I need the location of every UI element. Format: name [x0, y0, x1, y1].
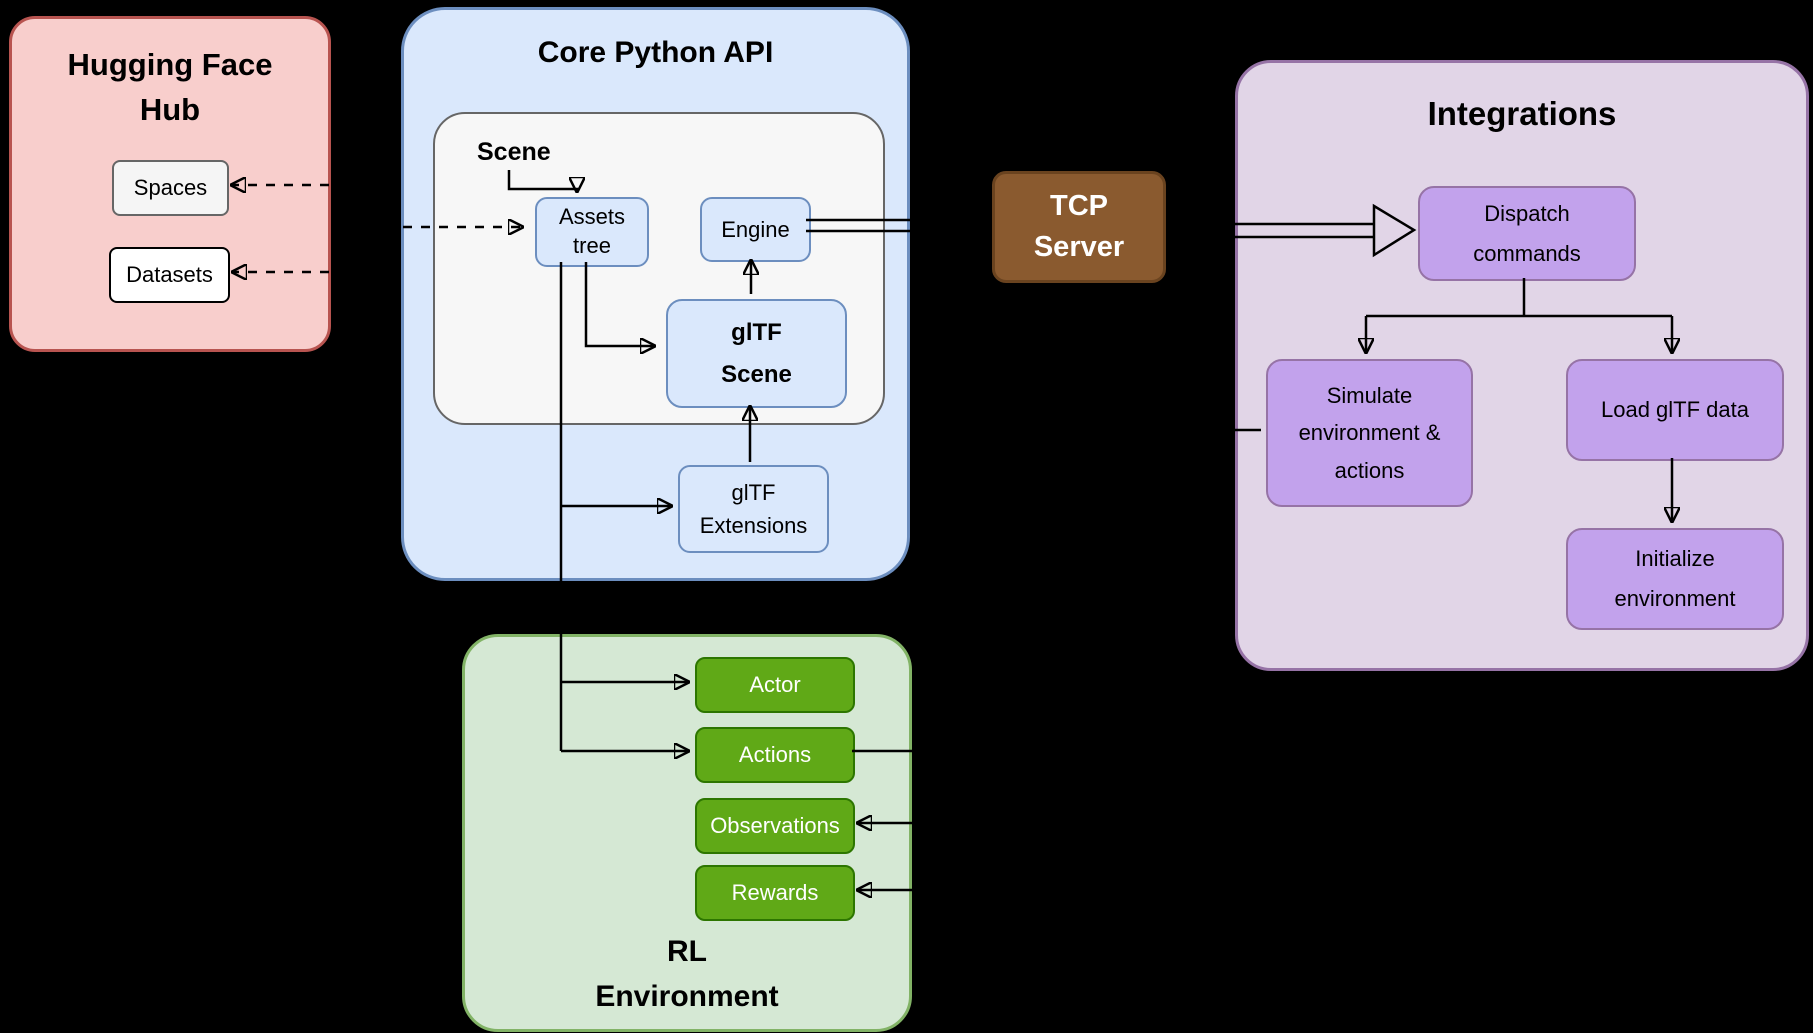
actions-node: Actions	[695, 727, 855, 783]
dispatch-commands-node: Dispatch commands	[1418, 186, 1636, 281]
integrations-panel: Integrations Dispatch commands Simulate …	[1235, 60, 1809, 671]
hugging-face-hub-title: Hugging Face Hub	[67, 47, 273, 127]
core-python-api-title: Core Python API	[537, 36, 774, 69]
tcp-server-node: TCP Server	[992, 171, 1166, 283]
simulate-environment-node: Simulate environment & actions	[1266, 359, 1473, 507]
assets-tree-node: Assets tree	[535, 197, 649, 267]
scene-container: Scene Assets tree Engine glTF Scene	[433, 112, 885, 425]
observations-node: Observations	[695, 798, 855, 854]
load-gltf-data-node: Load glTF data	[1566, 359, 1784, 461]
rl-environment-title: RL Environment	[595, 935, 779, 1013]
integrations-title: Integrations	[1427, 95, 1617, 132]
hugging-face-hub-panel: Hugging Face Hub Spaces Datasets	[9, 16, 331, 352]
rewards-node: Rewards	[695, 865, 855, 921]
gltf-extensions-node: glTF Extensions	[678, 465, 829, 553]
initialize-environment-node: Initialize environment	[1566, 528, 1784, 630]
gltf-scene-node: glTF Scene	[666, 299, 847, 408]
datasets-node: Datasets	[109, 247, 230, 303]
actor-node: Actor	[695, 657, 855, 713]
scene-label: Scene	[477, 138, 551, 166]
engine-node: Engine	[700, 197, 811, 262]
spaces-node: Spaces	[112, 160, 229, 216]
rl-environment-panel: Actor Actions Observations Rewards RL En…	[462, 634, 912, 1032]
core-python-api-panel: Core Python API Scene Assets tree Engine…	[401, 7, 910, 581]
